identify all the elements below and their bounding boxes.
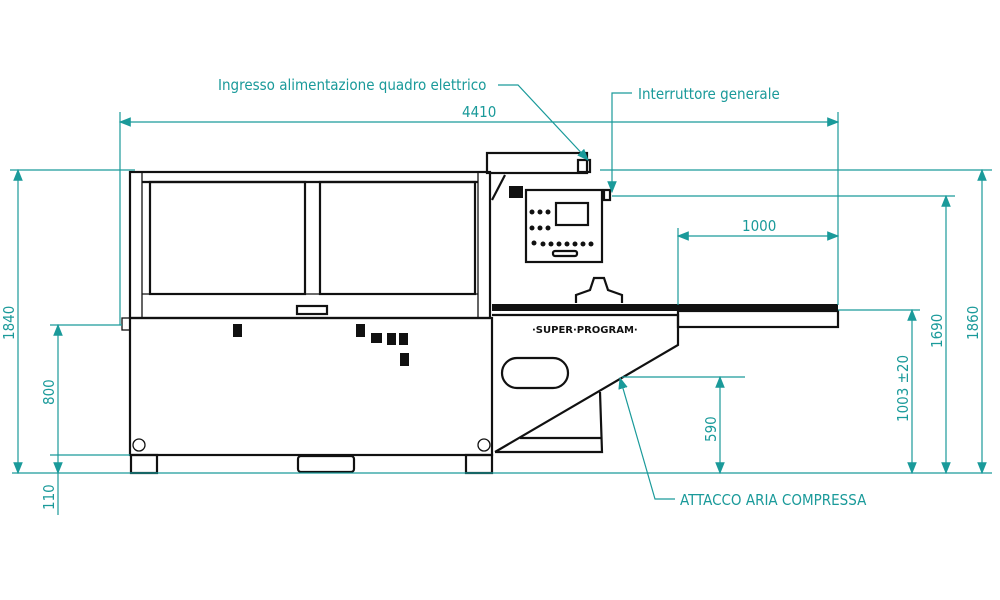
top-hood: [485, 151, 589, 175]
foot-center: [296, 454, 356, 474]
control-buttons: [529, 209, 594, 247]
dim-air-height: 590: [702, 416, 720, 442]
dim-overall-length: 4410: [462, 103, 496, 121]
foot-left: [129, 453, 159, 475]
dim-max-height: 1860: [964, 306, 982, 340]
base-switches: [233, 324, 409, 366]
control-screen: [554, 201, 590, 227]
main-switch: [602, 188, 612, 202]
guard-handle: [295, 304, 329, 316]
control-panel: [524, 188, 604, 264]
foot-right: [464, 453, 494, 475]
dim-base-height: 800: [40, 379, 58, 405]
guard-window-right: [318, 180, 477, 296]
label-air-connection: ATTACCO ARIA COMPRESSA: [680, 491, 867, 509]
dim-foot-height: 110: [40, 484, 58, 510]
guard-window-left: [148, 180, 307, 296]
table-extension: [676, 309, 840, 329]
feed-hold-down: [574, 276, 624, 303]
side-panel: [492, 313, 680, 453]
feed-table: [492, 304, 838, 311]
upper-guard-frame: [128, 170, 492, 320]
base-body: [128, 316, 494, 457]
brand-logo: ·SUPER·PROGRAM·: [532, 325, 638, 336]
dim-switch-height: 1690: [928, 314, 946, 348]
label-main-switch: Interruttore generale: [638, 85, 780, 103]
dim-overall-height: 1840: [0, 306, 18, 340]
machine: ·SUPER·PROGRAM·: [121, 151, 840, 475]
side-oval-opening: [500, 356, 570, 390]
dim-work-height: 1003 ±20: [894, 355, 912, 422]
dim-table-extension: 1000: [742, 217, 776, 235]
dimensions: [10, 84, 992, 515]
label-power-inlet: Ingresso alimentazione quadro elettrico: [218, 76, 486, 94]
